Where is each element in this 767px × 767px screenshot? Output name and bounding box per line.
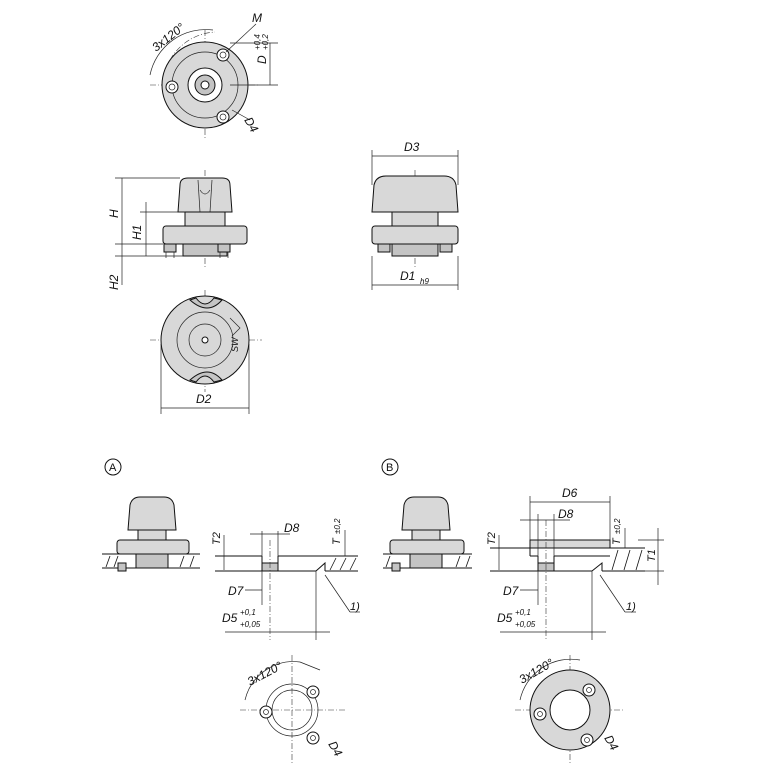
t2-label-a: T2 [211,532,223,545]
view-a-label: A [109,462,117,474]
view-b-label: B [386,462,393,474]
angle-label-a: 3x120° [245,659,285,689]
t-label-a: T [331,537,343,545]
d7-label-a: D7 [228,584,245,598]
side-view-heights: H H1 H2 [107,170,248,290]
h-label: H [107,209,121,218]
d1-tol: h9 [420,277,429,286]
t2-label-b: T2 [486,532,498,545]
t1-label: T1 [646,549,658,562]
t-label-b: T [611,537,623,545]
top-view-mounting: 3x120° M D +0,4 +0,2 D4 [149,11,278,140]
d5-tol-upper-b: +0,1 [515,608,531,617]
d4-label-a: D4 [325,739,345,760]
d6-label: D6 [562,486,578,500]
d4-label-b: D4 [601,733,621,754]
side-view-diameters: D3 D1 h9 [371,140,459,290]
d3-label: D3 [404,140,420,154]
d2-label: D2 [196,392,212,406]
d5-label-b: D5 [497,611,513,625]
t-tol-b: ±0,2 [613,518,622,534]
section-a: A T2 D8 T [102,458,360,765]
d1-label: D1 [400,269,415,283]
d-label: D [255,55,269,64]
d5-tol-lower-b: +0,05 [515,620,536,629]
d-tol-upper: +0,4 [253,34,262,50]
d8-label-a: D8 [284,521,300,535]
top-view-knob: D2 SW [150,290,262,414]
t-tol-a: ±0,2 [333,518,342,534]
d5-tol-upper-a: +0,1 [240,608,256,617]
h2-label: H2 [107,274,121,290]
note-label-b: 1) [626,601,636,613]
d5-label-a: D5 [222,611,238,625]
d8-label-b: D8 [558,507,574,521]
m-label: M [252,11,262,25]
note-label-a: 1) [350,601,360,613]
d5-tol-lower-a: +0,05 [240,620,261,629]
h1-label: H1 [130,225,144,240]
section-b: B D6 [381,458,664,765]
d7-label-b: D7 [503,584,520,598]
sw-label: SW [230,336,240,352]
d-tol-lower: +0,2 [261,34,270,50]
d4-label-top: D4 [241,115,261,136]
